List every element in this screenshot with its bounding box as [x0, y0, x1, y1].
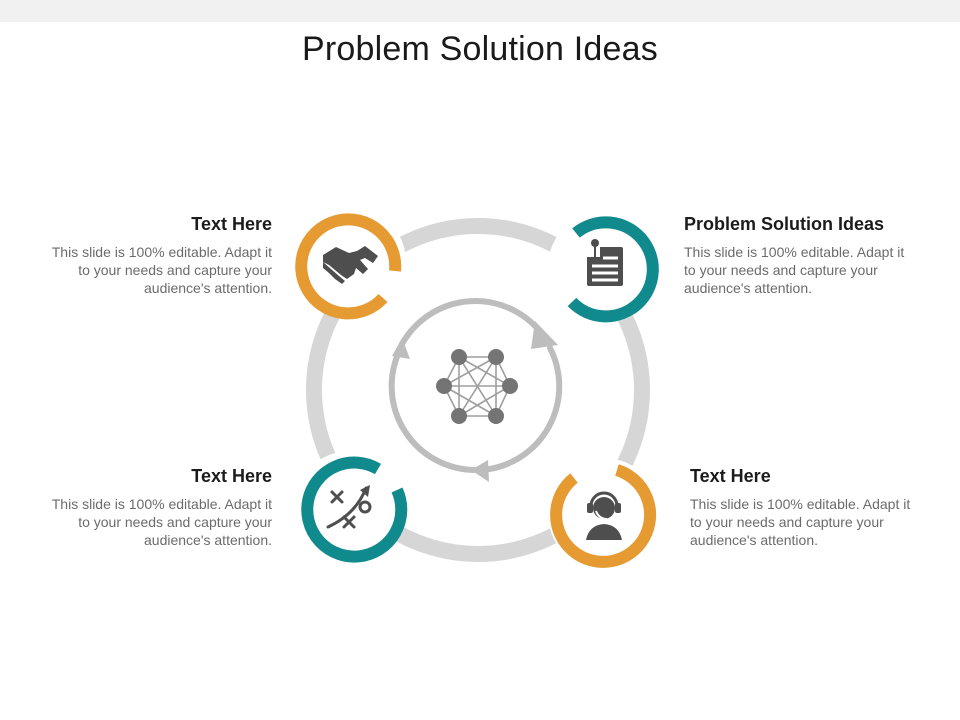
handshake-icon	[323, 246, 378, 284]
network-icon	[436, 349, 518, 424]
block-body: This slide is 100% editable. Adapt it to…	[51, 244, 272, 296]
block-heading: Text Here	[191, 214, 272, 234]
icon-ring-bottom-right	[548, 458, 660, 570]
icon-ring-top-right	[548, 211, 660, 323]
block-body: This slide is 100% editable. Adapt it to…	[690, 496, 911, 548]
text-block-top-right: Problem Solution Ideas This slide is 100…	[684, 214, 914, 297]
strategy-icon	[326, 485, 372, 529]
block-heading: Problem Solution Ideas	[684, 214, 885, 234]
text-block-bottom-left: Text Here This slide is 100% editable. A…	[42, 466, 272, 549]
block-body: This slide is 100% editable. Adapt it to…	[51, 496, 272, 548]
block-heading: Text Here	[690, 466, 771, 486]
icon-ring-bottom-left	[294, 451, 408, 563]
customer-support-icon	[586, 491, 622, 540]
document-icon	[585, 239, 623, 286]
arrow-head-1	[531, 321, 558, 349]
inner-arrow-heads	[392, 321, 558, 482]
text-block-top-left: Text Here This slide is 100% editable. A…	[42, 214, 272, 297]
top-bar	[0, 0, 960, 22]
arrow-head-3	[392, 338, 410, 359]
text-block-bottom-right: Text Here This slide is 100% editable. A…	[690, 466, 920, 549]
block-heading: Text Here	[191, 466, 272, 486]
icon-ring-top-left	[294, 206, 406, 320]
outer-ring	[306, 218, 650, 562]
block-body: This slide is 100% editable. Adapt it to…	[684, 244, 905, 296]
slide-title: Problem Solution Ideas	[302, 30, 658, 68]
inner-cycle-arrows	[388, 298, 563, 473]
arrow-head-2	[471, 460, 489, 482]
